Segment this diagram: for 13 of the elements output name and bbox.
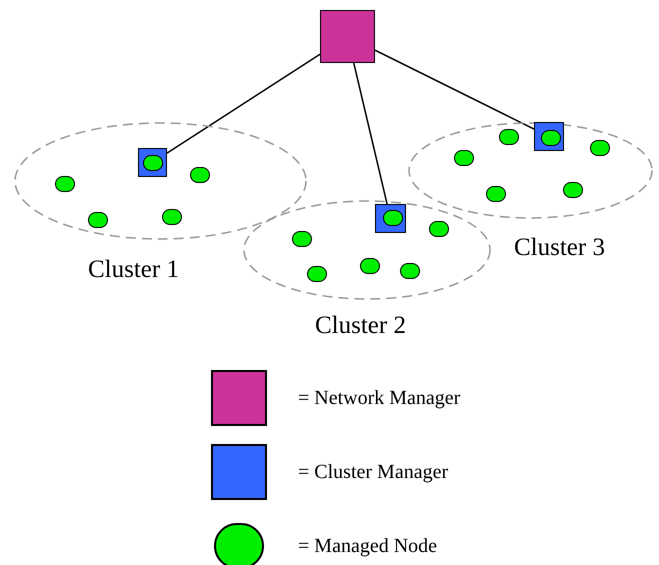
connector-line [353, 62, 388, 204]
network-manager-square [320, 10, 375, 63]
cluster-manager-square [138, 148, 167, 177]
legend-label: = Managed Node [298, 534, 438, 559]
cluster-label: Cluster 2 [315, 311, 406, 341]
cluster-label: Cluster 3 [514, 233, 605, 263]
cluster-manager-square [375, 204, 406, 233]
connector-line [374, 49, 534, 130]
cluster-label: Cluster 1 [88, 255, 179, 285]
legend-label: = Network Manager [298, 386, 460, 411]
connector-line [166, 54, 320, 154]
cluster-manager-square [534, 122, 564, 151]
legend-label: = Cluster Manager [298, 460, 448, 485]
